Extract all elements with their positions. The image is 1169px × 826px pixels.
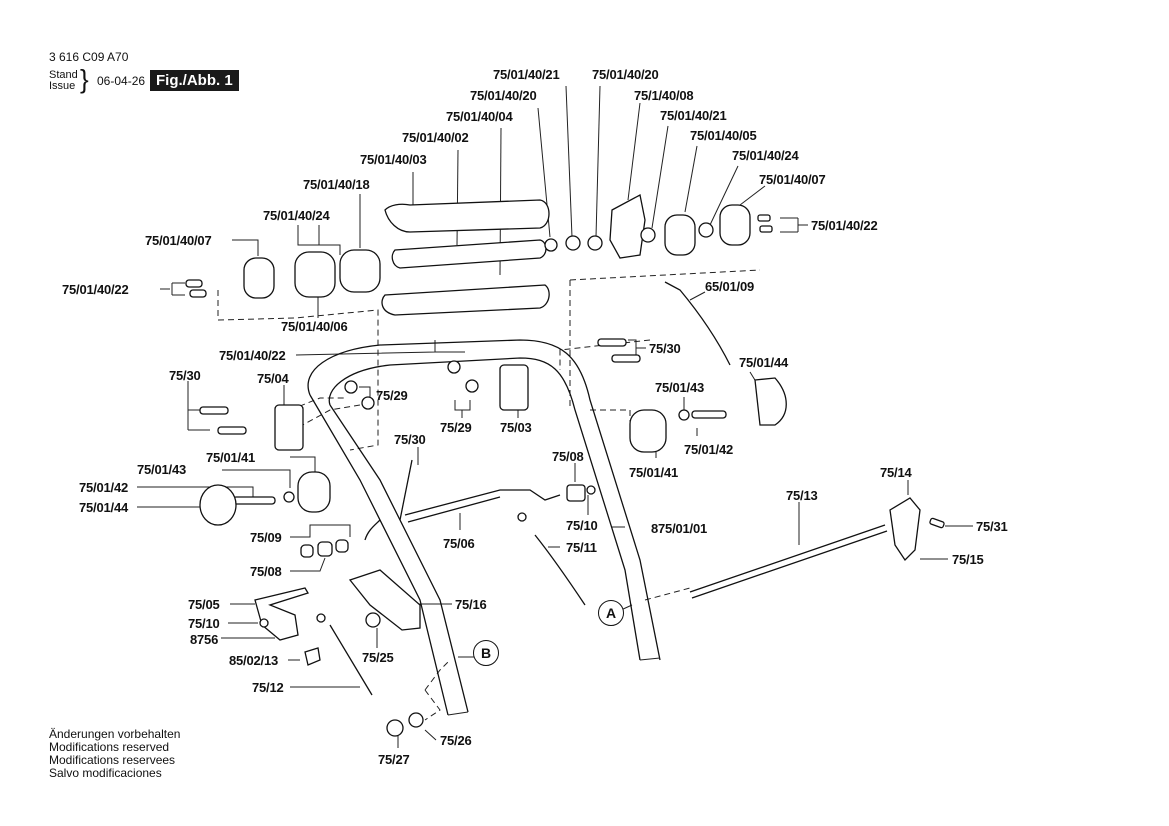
part-label: 75/30: [394, 432, 426, 447]
part-label: 75/10: [566, 518, 598, 533]
brace: }: [80, 64, 89, 94]
part-label: 75/01/42: [79, 480, 129, 495]
footer-note-en: Modifications reserved: [49, 740, 170, 754]
lower-parts: [254, 569, 424, 737]
part-label: 75/01/41: [629, 465, 679, 480]
footer-note-fr: Modifications reservees: [49, 753, 176, 767]
leader-lines: [137, 85, 973, 748]
part-label: 75/03: [500, 420, 532, 435]
issue-label: Issue: [49, 80, 76, 92]
part-label: 8756: [190, 632, 219, 647]
footer-note-es: Salvo modificaciones: [49, 766, 162, 780]
part-label: 875/01/01: [651, 521, 708, 536]
part-label: 75/30: [649, 341, 681, 356]
callout-a: A: [598, 600, 624, 626]
stand-label: Stand: [49, 69, 78, 81]
part-label: 75/01/40/24: [263, 208, 330, 223]
footer-note-de: Änderungen vorbehalten: [49, 727, 181, 741]
part-label: 75/11: [566, 540, 597, 555]
part-label: 75/01/43: [137, 462, 187, 477]
part-label: 75/01/40/22: [62, 282, 129, 297]
part-label: 75/01/40/22: [219, 348, 286, 363]
part-label: 75/30: [169, 368, 201, 383]
part-label: 75/01/40/02: [402, 130, 469, 145]
part-label: 75/01/40/07: [145, 233, 212, 248]
part-label: 75/01/40/24: [732, 148, 799, 163]
part-label: 75/31: [976, 519, 1008, 534]
part-label: 75/01/41: [206, 450, 256, 465]
part-label: 75/26: [440, 733, 472, 748]
part-label: 75/01/40/04: [446, 109, 513, 124]
part-label: 75/29: [376, 388, 408, 403]
issue-date: 06-04-26: [97, 74, 146, 88]
part-label: 75/01/40/22: [811, 218, 878, 233]
part-label: 75/01/40/21: [660, 108, 727, 123]
part-label: 75/13: [786, 488, 818, 503]
roller-parts: [185, 194, 773, 316]
mid-parts: [199, 281, 945, 606]
part-label: 75/27: [378, 752, 410, 767]
callout-b: B: [473, 640, 499, 666]
part-label: 75/1/40/08: [634, 88, 694, 103]
part-label: 75/01/40/18: [303, 177, 370, 192]
part-label: 75/01/44: [79, 500, 129, 515]
part-label: 75/01/43: [655, 380, 705, 395]
part-label: 75/14: [880, 465, 912, 480]
figure-label: Fig./Abb. 1: [150, 70, 239, 91]
part-label: 75/01/40/20: [470, 88, 537, 103]
part-label: 75/01/40/05: [690, 128, 757, 143]
part-label: 75/04: [257, 371, 289, 386]
part-label: 75/10: [188, 616, 220, 631]
part-label: 75/25: [362, 650, 394, 665]
part-label: 75/01/40/20: [592, 67, 659, 82]
part-label: 85/02/13: [229, 653, 279, 668]
part-label: 75/01/44: [739, 355, 789, 370]
part-label: 75/12: [252, 680, 284, 695]
part-label: 75/09: [250, 530, 282, 545]
part-label: 75/05: [188, 597, 220, 612]
document-number: 3 616 C09 A70: [49, 50, 129, 64]
part-label: 65/01/09: [705, 279, 755, 294]
part-label: 75/01/40/07: [759, 172, 826, 187]
part-label: 75/06: [443, 536, 475, 551]
part-label: 75/08: [552, 449, 584, 464]
part-label: 75/08: [250, 564, 282, 579]
part-label: 75/29: [440, 420, 472, 435]
part-label: 75/01/40/06: [281, 319, 348, 334]
part-label: 75/15: [952, 552, 984, 567]
part-label: 75/16: [455, 597, 487, 612]
handle-frame: [307, 339, 661, 716]
part-label: 75/01/40/03: [360, 152, 427, 167]
part-label: 75/01/40/21: [493, 67, 560, 82]
part-label: 75/01/42: [684, 442, 734, 457]
